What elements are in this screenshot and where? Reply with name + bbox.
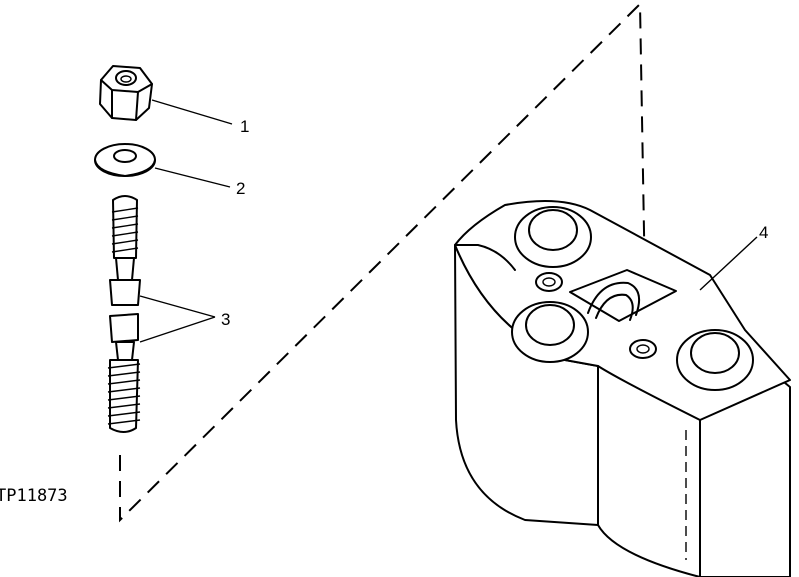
- hex-nut: [99, 65, 153, 121]
- callout-4: 4: [759, 223, 768, 242]
- threaded-stud: [107, 195, 141, 433]
- callout-3: 3: [221, 310, 230, 329]
- raised-boss: [676, 329, 754, 391]
- counterweight-block: [454, 200, 791, 577]
- raised-boss: [511, 301, 589, 363]
- mounting-hole: [535, 272, 563, 292]
- stud-pocket: [569, 269, 677, 322]
- callout-2: 2: [236, 179, 245, 198]
- figure-id: TP11873: [0, 486, 68, 506]
- callout-1: 1: [240, 117, 249, 136]
- washer: [94, 143, 156, 177]
- mounting-hole: [629, 339, 657, 359]
- assembly-guide-lines: [119, 1, 647, 523]
- raised-boss: [514, 206, 592, 268]
- leader-lines: [139, 99, 758, 343]
